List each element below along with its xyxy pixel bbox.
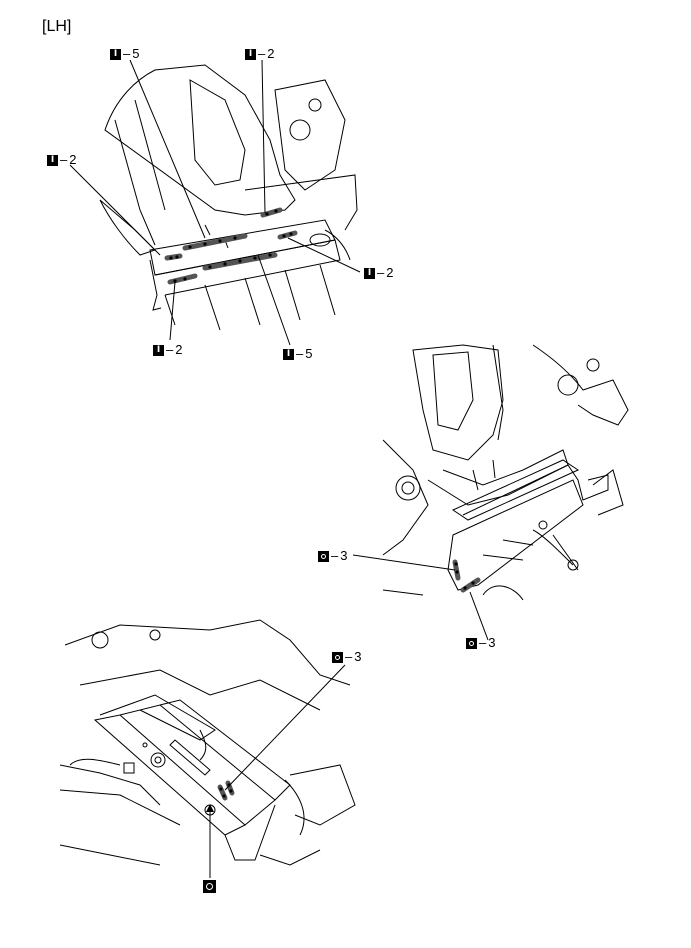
i-symbol: I (283, 348, 294, 360)
callout-i-2-left: I – 2 (47, 153, 76, 167)
callout-i-2-bottom: I – 2 (153, 343, 182, 357)
o-symbol (332, 651, 343, 663)
dash: – (377, 265, 385, 280)
view-2-illustration (382, 344, 629, 601)
callout-value: 2 (386, 265, 394, 280)
dash: – (345, 649, 353, 664)
callout-i-2-right: I – 2 (364, 266, 393, 280)
view-3-illustration (59, 619, 356, 866)
callout-o-3-middle-left: – 3 (318, 549, 347, 563)
i-symbol: I (245, 48, 256, 60)
i-symbol: I (47, 154, 58, 166)
callout-value: 2 (267, 46, 275, 61)
o-symbol (466, 637, 477, 649)
dash: – (60, 152, 68, 167)
callout-o-3-bottom: – 3 (332, 650, 361, 664)
callout-value: 3 (488, 635, 496, 650)
callout-i-2-top-right: I – 2 (245, 47, 274, 61)
callout-spot-symbol (203, 880, 216, 893)
callout-o-3-middle-bottom: – 3 (466, 636, 495, 650)
callout-value: 5 (132, 46, 140, 61)
dash: – (123, 46, 131, 61)
dash: – (166, 342, 174, 357)
dash: – (479, 635, 487, 650)
i-symbol: I (153, 344, 164, 356)
callout-value: 2 (69, 152, 77, 167)
view-1-illustration (99, 64, 358, 331)
callout-value: 3 (340, 548, 348, 563)
dash: – (258, 46, 266, 61)
o-symbol (318, 550, 329, 562)
callout-i-5-bottom: I – 5 (283, 347, 312, 361)
callout-i-5-top: I – 5 (110, 47, 139, 61)
callout-value: 3 (354, 649, 362, 664)
spot-weld-symbol (203, 880, 216, 893)
i-symbol: I (364, 267, 375, 279)
dash: – (296, 346, 304, 361)
callout-value: 5 (305, 346, 313, 361)
dash: – (331, 548, 339, 563)
side-label: [LH] (42, 18, 72, 35)
callout-value: 2 (175, 342, 183, 357)
i-symbol: I (110, 48, 121, 60)
